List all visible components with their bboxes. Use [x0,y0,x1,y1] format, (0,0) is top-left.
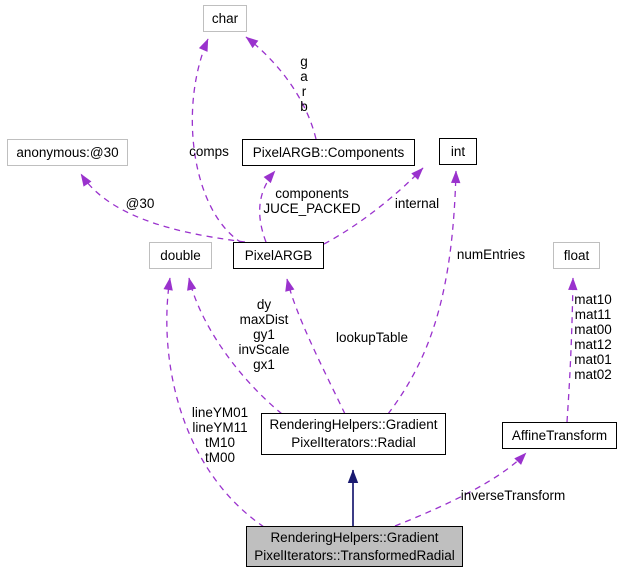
node-double: double [149,242,212,269]
node-char: char [203,5,247,32]
node-int[interactable]: int [439,138,477,165]
edge-label-garb: g a r b [300,54,308,114]
edge-transformed-double [163,277,265,528]
edge-label-lookuptable: lookupTable [335,330,409,345]
edge-garb [245,36,317,140]
edge-label-at30: @30 [125,196,155,211]
edge-label-mat-fields: mat10 mat11 mat00 mat12 mat01 mat02 [574,292,612,382]
node-pixelargb[interactable]: PixelARGB [233,242,324,269]
edge-components-packed [259,170,276,243]
edge-radial-double [187,277,283,415]
node-pixelargb-components[interactable]: PixelARGB::Components [242,139,415,166]
node-transformed-radial: RenderingHelpers::Gradient PixelIterator… [246,526,463,567]
edge-at30 [80,173,246,243]
edge-inverse-transform [394,452,527,527]
edge-comps [191,38,243,244]
edge-mats [566,277,578,423]
edge-lookuptable [285,278,346,415]
edge-label-components-packed: components JUCE_PACKED [263,186,361,216]
edge-numentries [387,170,461,415]
node-anonymous-at30: anonymous:@30 [7,139,128,166]
edge-label-internal: internal [394,196,440,211]
node-radial[interactable]: RenderingHelpers::Gradient PixelIterator… [261,413,446,455]
edge-label-comps: comps [189,144,229,159]
edge-label-radial-double-fields: dy maxDist gy1 invScale gx1 [238,297,290,372]
edge-label-inverse-transform: inverseTransform [460,488,566,503]
edge-label-numentries: numEntries [456,247,526,262]
node-affine-transform[interactable]: AffineTransform [502,422,617,449]
edge-label-transformed-double-fields: lineYM01 lineYM11 tM10 tM00 [191,405,249,465]
node-float: float [553,242,600,269]
edge-internal [323,167,424,245]
